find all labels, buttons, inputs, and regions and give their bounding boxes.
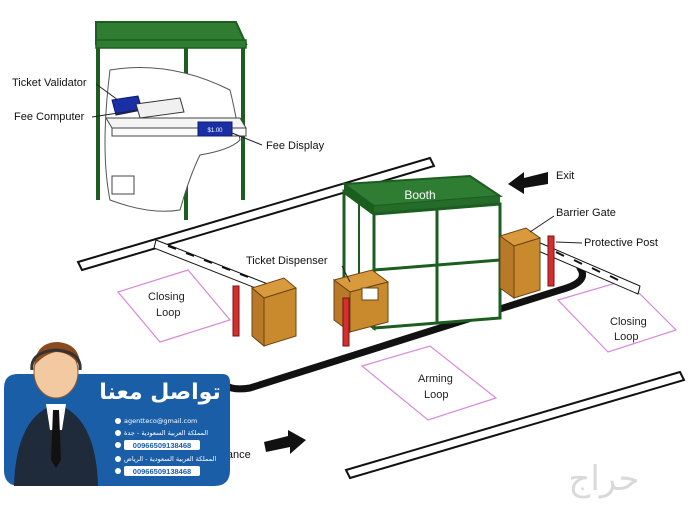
arming-loop-label-2: Loop [424,389,448,401]
fee-booth-detail: $1.00 [95,21,248,220]
email-icon [115,418,121,424]
agent-headset-icon [30,348,82,371]
protective-post-left [232,285,240,337]
label-ticket-dispenser: Ticket Dispenser [246,255,328,267]
closing-loop-right-label-2: Loop [614,331,638,343]
detail-booth-roof-edge [95,39,247,49]
phone-2-pill [124,466,200,476]
arming-loop-area [360,345,498,421]
booth-label: Booth [404,188,435,202]
label-protective-post: Protective Post [584,237,658,249]
callout-fee-computer [91,109,139,118]
callout-ticket-validator [95,83,119,101]
agent-tie [51,410,61,468]
curb-bottom [344,370,686,480]
agent-avatar [14,342,98,486]
watermark-logo: حراج [568,459,639,499]
callout-ticket-dispenser [341,265,351,283]
fee-computer-device [135,97,185,119]
ticket-dispenser [332,269,390,333]
gate-right-front [513,237,541,299]
contact-phone-1[interactable]: 00966509138468 [133,441,191,450]
contact-title: تواصل معنا [99,380,220,405]
callout-barrier-gate [529,215,555,233]
booth-roof-front [374,196,500,214]
contact-phone-2[interactable]: 00966509138468 [133,467,191,476]
barrier-gate-left-cabinet [250,277,298,348]
gate-left-front [263,287,297,347]
label-fee-computer: Fee Computer [14,111,85,123]
barrier-gate-right-cabinet [498,227,542,299]
arming-loop-label-1: Arming [418,373,453,385]
location-pin-icon [115,456,121,462]
label-barrier-gate: Barrier Gate [556,207,616,219]
whatsapp-icon [115,442,121,448]
booth-mullion-horizontal [373,258,501,272]
contact-address-1: المملكة العربية السعودية - جدة [124,429,208,437]
callout-fee-display [231,132,263,146]
closing-loop-left-label-2: Loop [156,307,180,319]
protective-post-dispenser [342,297,350,347]
protective-post-right [547,235,555,287]
exit-arrow-icon [508,172,548,194]
closing-loop-left-label-1: Closing [148,291,185,303]
entrance-arrow-icon [264,430,306,454]
dispenser-screen [361,287,379,301]
detail-counter-front [111,127,247,137]
closing-loop-left-area [116,269,232,343]
gate-left-side [251,286,265,348]
closing-loop-right-area [556,279,678,353]
gate-right-side [499,235,515,299]
contact-address-2: المملكة العربية السعودية - الرياض [124,455,216,463]
label-ticket-validator: Ticket Validator [12,77,87,89]
agent-hair [34,342,80,366]
contact-email[interactable]: agentteco@gmail.com [124,417,197,425]
detail-cash-box [111,175,135,195]
phone-1-pill [124,440,200,450]
whatsapp-icon [115,468,121,474]
label-exit: Exit [556,170,574,182]
label-fee-display: Fee Display [266,140,325,152]
closing-loop-right-label-1: Closing [610,316,647,328]
booth-roof-side [344,184,374,214]
fee-display-value: $1.00 [207,128,223,134]
fee-display-device [197,121,233,137]
location-pin-icon [115,430,121,436]
callout-protective-post [555,241,583,244]
contact-banner[interactable]: تواصل معنا agentteco@gmail.com المملكة ا… [4,342,230,486]
